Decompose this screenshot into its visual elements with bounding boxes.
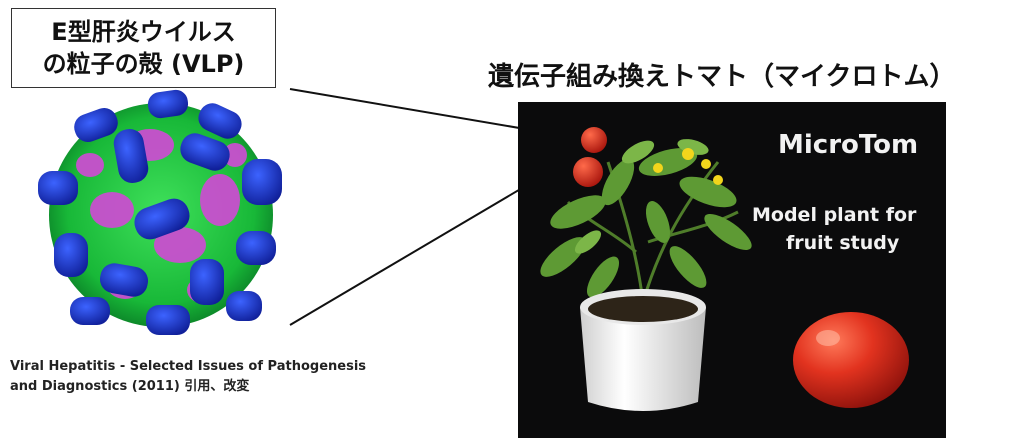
tomato-title: 遺伝子組み換えトマト（マイクロトム） <box>488 62 956 92</box>
tomato-plant-photo: MicroTom Model plant for fruit study <box>518 102 946 438</box>
photo-subtitle-line2: fruit study <box>786 232 900 254</box>
virus-illustration <box>38 89 282 335</box>
photo-title: MicroTom <box>778 130 919 160</box>
citation-line2: and Diagnostics (2011) 引用、改変 <box>10 379 250 394</box>
citation-line1: Viral Hepatitis - Selected Issues of Pat… <box>10 359 367 374</box>
vlp-label-line2: の粒子の殻 (VLP) <box>42 50 245 78</box>
citation: Viral Hepatitis - Selected Issues of Pat… <box>10 357 400 397</box>
vlp-label-line1: E型肝炎ウイルス <box>51 18 236 46</box>
vlp-label-box: E型肝炎ウイルス の粒子の殻 (VLP) <box>11 8 276 88</box>
photo-subtitle-line1: Model plant for <box>752 204 917 226</box>
